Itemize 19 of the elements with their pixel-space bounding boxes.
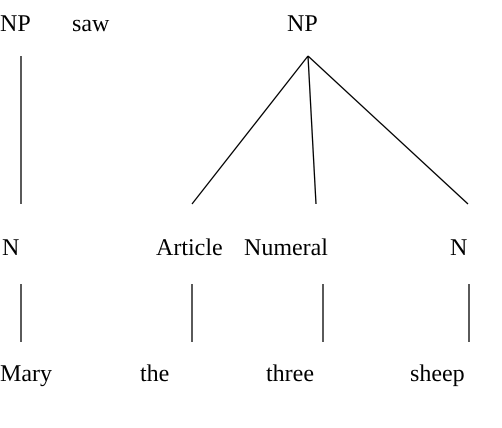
tree-label: the	[140, 360, 170, 388]
tree-branch	[20, 284, 22, 342]
tree-branch	[191, 284, 193, 342]
tree-label: sheep	[410, 360, 465, 388]
tree-label: three	[266, 360, 314, 388]
tree-label: Mary	[0, 360, 52, 388]
tree-label: N	[450, 234, 468, 262]
tree-label: N	[2, 234, 20, 262]
tree-branch	[191, 56, 309, 204]
tree-label: Numeral	[244, 234, 328, 262]
tree-branch	[20, 56, 22, 204]
tree-branch	[468, 284, 470, 342]
tree-branch	[322, 284, 324, 342]
tree-label: saw	[72, 10, 110, 38]
tree-label: NP	[287, 10, 318, 38]
tree-branch	[308, 56, 468, 204]
tree-label: Article	[156, 234, 223, 262]
tree-branch	[307, 56, 317, 204]
tree-label: NP	[0, 10, 31, 38]
